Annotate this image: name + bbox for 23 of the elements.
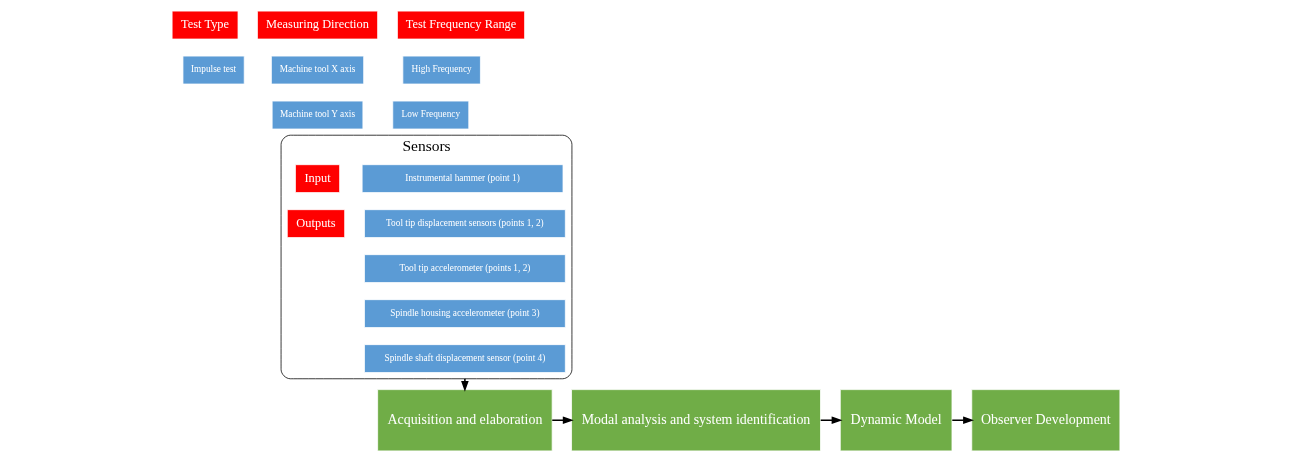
- node-box: Test Type: [171, 10, 238, 40]
- node-box: High Frequency: [401, 55, 481, 85]
- node-box: Low Frequency: [391, 100, 469, 130]
- node-box: Machine tool Y axis: [271, 100, 363, 130]
- node-box: Instrumental hammer (point 1): [361, 164, 563, 193]
- node-box: Machine tool X axis: [270, 55, 364, 85]
- node-box: Observer Development: [970, 389, 1120, 452]
- node-box: Modal analysis and system identification: [570, 389, 821, 452]
- node-box: Impulse test: [182, 55, 245, 85]
- node-box: Spindle housing accelerometer (point 3): [363, 299, 566, 328]
- node-box: Measuring Direction: [256, 10, 378, 40]
- node-box: Test Frequency Range: [396, 10, 525, 40]
- arrow: [819, 416, 842, 425]
- node-box: Acquisition and elaboration: [376, 389, 553, 452]
- node-box: Tool tip accelerometer (points 1, 2): [363, 254, 566, 283]
- node-box: Input: [294, 164, 340, 193]
- arrow: [951, 416, 974, 425]
- node-box: Tool tip displacement sensors (points 1, 2): [363, 209, 566, 238]
- arrow: [460, 377, 469, 392]
- node-box: Spindle shaft displacement sensor (point 4): [363, 344, 566, 373]
- node-box: Outputs: [286, 209, 345, 238]
- arrow: [550, 416, 574, 425]
- node-box: Dynamic Model: [839, 389, 952, 452]
